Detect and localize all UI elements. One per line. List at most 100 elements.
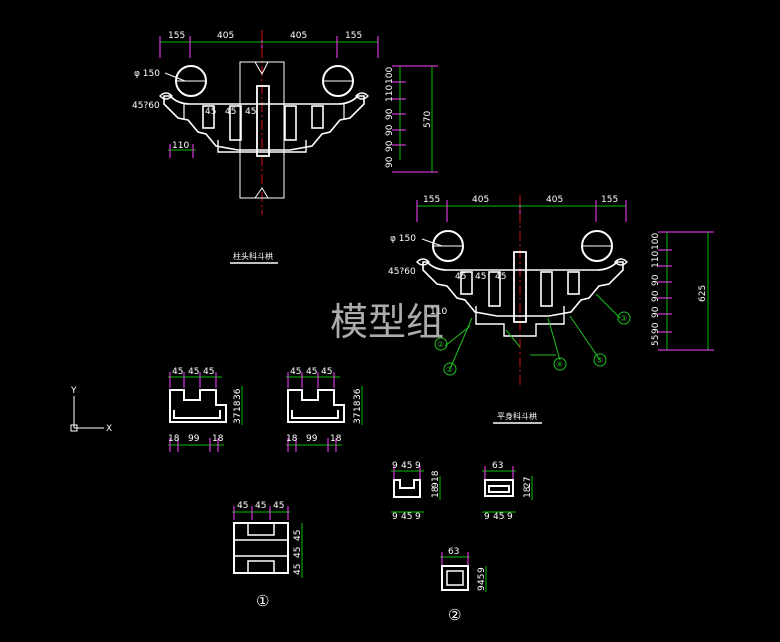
detail-a-side-dim-1: 37 bbox=[233, 413, 243, 424]
detail-e-bottom-dim-1: 9 bbox=[484, 512, 490, 522]
ucs-axis-icon: Y X bbox=[70, 386, 112, 434]
view2-right-dim-6: 110 bbox=[651, 251, 661, 268]
detail-b-top-dim-2: 45 bbox=[306, 367, 317, 377]
view2-small-dim-2: 45 bbox=[475, 272, 486, 282]
view1-right-dim-4: 90 bbox=[385, 108, 395, 120]
detail-e-bottom-dim-2: 45 bbox=[493, 512, 504, 522]
view1-side-label: 45?60 bbox=[132, 101, 160, 111]
view1-right-dim-5: 110 bbox=[385, 85, 395, 102]
view1-right-dim-2: 90 bbox=[385, 140, 395, 152]
detail-b-side-dim-2: 18 bbox=[353, 400, 363, 412]
detail-d-bottom-dim-1: 9 bbox=[392, 512, 398, 522]
detail-a-side-dim-3: 36 bbox=[233, 388, 243, 400]
view2-small-dim-1: 45 bbox=[455, 272, 466, 282]
view1-small-dim-2: 45 bbox=[225, 107, 236, 117]
detail-c-side-dim-1: 45 bbox=[293, 564, 303, 575]
view1-dim-405-right: 405 bbox=[290, 31, 307, 41]
ucs-x-label: X bbox=[106, 424, 112, 434]
detail-b-bottom-dim-3: 18 bbox=[330, 434, 342, 444]
detail-b-top-dim-1: 45 bbox=[290, 367, 301, 377]
detail-e-side-dim-2: 27 bbox=[523, 477, 533, 488]
view2-callout-1: ① bbox=[446, 365, 453, 374]
detail-b-side-dim-1: 37 bbox=[353, 413, 363, 424]
detail-a-top-dim-1: 45 bbox=[172, 367, 183, 377]
view1-dim-405-left: 405 bbox=[217, 31, 234, 41]
view1-dim-155-right: 155 bbox=[345, 31, 362, 41]
view2-diameter-label: φ 150 bbox=[390, 234, 416, 244]
detail-c-side-dim-2: 45 bbox=[293, 547, 303, 558]
detail-d-side-dim-3: 18 bbox=[431, 470, 441, 482]
detail-a-top-dim-3: 45 bbox=[203, 367, 214, 377]
detail-c-top-dim-2: 45 bbox=[255, 501, 266, 511]
view2-small-dim-3: 45 bbox=[495, 272, 506, 282]
view2-right-dim-3: 90 bbox=[651, 306, 661, 318]
view2-right-dim-5: 90 bbox=[651, 274, 661, 286]
detail-f-side-dim-1: 9 bbox=[477, 585, 487, 591]
view2-dim-405-right: 405 bbox=[546, 195, 563, 205]
view1-dim-110: 110 bbox=[172, 141, 189, 151]
view2-intercolumnar-bracket: 155 405 405 155 φ 150 45?60 45 45 45 110 bbox=[388, 195, 714, 424]
view1-right-total: 570 bbox=[423, 111, 433, 128]
detail-d-side-dim-1: 18 bbox=[431, 486, 441, 498]
view2-side-label: 45?60 bbox=[388, 267, 416, 277]
detail-a-bracket-section: 45 45 45 18 99 18 37 18 36 bbox=[168, 367, 243, 452]
detail-a-bottom-dim-1: 18 bbox=[168, 434, 180, 444]
detail-d-small-bracket: 9 45 9 9 45 9 18 9 18 bbox=[391, 461, 441, 522]
detail-d-side-dim-2: 9 bbox=[431, 482, 441, 488]
detail-a-bottom-dim-2: 99 bbox=[188, 434, 200, 444]
view2-callout-4: ④ bbox=[556, 360, 563, 369]
view1-diameter-label: φ 150 bbox=[134, 69, 160, 79]
detail-f-square-block: 63 9 45 9 ② bbox=[440, 547, 487, 624]
detail-c-label: ① bbox=[256, 592, 269, 610]
view2-dim-110: 110 bbox=[430, 307, 447, 317]
view2-dim-405-left: 405 bbox=[472, 195, 489, 205]
detail-e-bottom-dim-3: 9 bbox=[507, 512, 513, 522]
detail-f-label: ② bbox=[448, 606, 461, 624]
view2-right-dim-7: 100 bbox=[651, 233, 661, 250]
view2-right-total: 625 bbox=[698, 285, 708, 302]
detail-b-bracket-section: 45 45 45 18 99 18 37 18 36 bbox=[286, 367, 363, 452]
detail-a-top-dim-2: 45 bbox=[188, 367, 199, 377]
detail-e-side-dim-1: 18 bbox=[523, 486, 533, 498]
watermark-text: 模型组 bbox=[330, 300, 444, 344]
detail-b-side-dim-3: 36 bbox=[353, 388, 363, 400]
view2-right-dim-4: 90 bbox=[651, 290, 661, 302]
view1-column-head-bracket: 155 405 405 155 φ 150 45?60 45 45 45 bbox=[132, 30, 438, 264]
view1-right-dim-6: 100 bbox=[385, 67, 395, 84]
ucs-y-label: Y bbox=[70, 386, 77, 396]
view1-title: 柱头科斗栱 bbox=[233, 251, 273, 261]
view2-dim-155-left: 155 bbox=[423, 195, 440, 205]
view1-small-dim-3: 45 bbox=[245, 107, 256, 117]
detail-e-small-bracket: 63 9 45 9 18 27 bbox=[482, 461, 533, 522]
detail-c-top-dim-3: 45 bbox=[273, 501, 284, 511]
view1-right-dim-3: 90 bbox=[385, 124, 395, 136]
detail-d-top-dim-1: 9 bbox=[392, 461, 398, 471]
detail-d-top-dim-3: 9 bbox=[415, 461, 421, 471]
detail-d-bottom-dim-2: 45 bbox=[401, 512, 412, 522]
detail-c-block-plan: 45 45 45 45 45 45 ① bbox=[232, 501, 303, 610]
detail-b-bottom-dim-2: 99 bbox=[306, 434, 318, 444]
detail-f-side-dim-3: 9 bbox=[477, 567, 487, 573]
view2-right-dim-2: 90 bbox=[651, 322, 661, 334]
view1-dim-155-left: 155 bbox=[168, 31, 185, 41]
detail-c-side-dim-3: 45 bbox=[293, 530, 303, 541]
detail-d-top-dim-2: 45 bbox=[401, 461, 412, 471]
view2-callout-3: ③ bbox=[620, 314, 627, 323]
detail-c-top-dim-1: 45 bbox=[237, 501, 248, 511]
view1-small-dim-1: 45 bbox=[205, 107, 216, 117]
detail-f-top-dim-1: 63 bbox=[448, 547, 459, 557]
detail-e-top-dim-1: 63 bbox=[492, 461, 503, 471]
view2-dim-155-right: 155 bbox=[601, 195, 618, 205]
detail-b-top-dim-3: 45 bbox=[321, 367, 332, 377]
view2-right-dim-1: 55 bbox=[651, 335, 661, 346]
view1-right-dim-1: 90 bbox=[385, 156, 395, 168]
detail-d-bottom-dim-3: 9 bbox=[415, 512, 421, 522]
view2-callout-2: ② bbox=[437, 340, 444, 349]
detail-b-bottom-dim-1: 18 bbox=[286, 434, 298, 444]
detail-f-side-dim-2: 45 bbox=[477, 574, 487, 585]
view2-callout-5: ⑤ bbox=[596, 356, 603, 365]
view2-title: 平身科斗栱 bbox=[497, 411, 537, 421]
detail-a-side-dim-2: 18 bbox=[233, 400, 243, 412]
